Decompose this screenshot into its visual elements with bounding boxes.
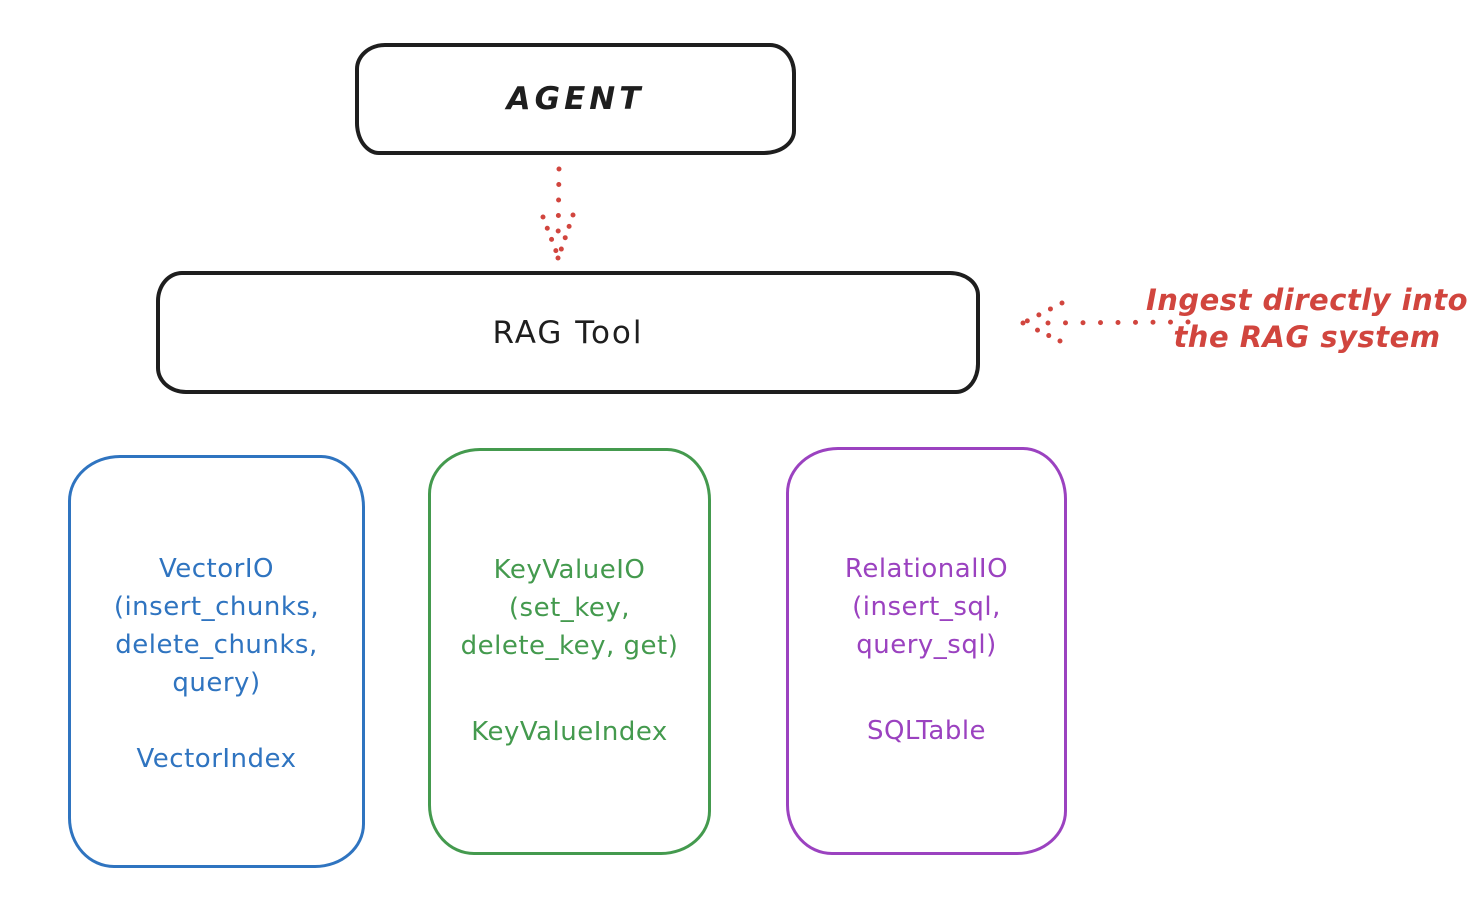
agent-to-ragtool-arrow-icon [540,166,576,261]
relational-io-methods: RelationalIO (insert_sql, query_sql) [844,554,1009,660]
io-box-vector: VectorIO (insert_chunks, delete_chunks, … [68,455,365,868]
sqltable-label: SQLTable [866,716,987,746]
agent-box: AGENT [355,43,796,155]
io-box-keyvalue: KeyValueIO (set_key, delete_key, get) Ke… [428,448,711,855]
agent-label: AGENT [506,81,645,117]
keyvalue-index-label: KeyValueIndex [471,717,668,747]
io-box-relational: RelationalIO (insert_sql, query_sql) SQL… [786,447,1067,855]
ingest-annotation: Ingest directly into the RAG system [1145,283,1469,354]
keyvalue-io-methods: KeyValueIO (set_key, delete_key, get) [460,555,679,661]
vector-index-label: VectorIndex [136,744,297,774]
vector-io-methods: VectorIO (insert_chunks, delete_chunks, … [113,554,320,698]
rag-tool-box: RAG Tool [156,271,980,394]
rag-tool-label: RAG Tool [492,314,644,351]
